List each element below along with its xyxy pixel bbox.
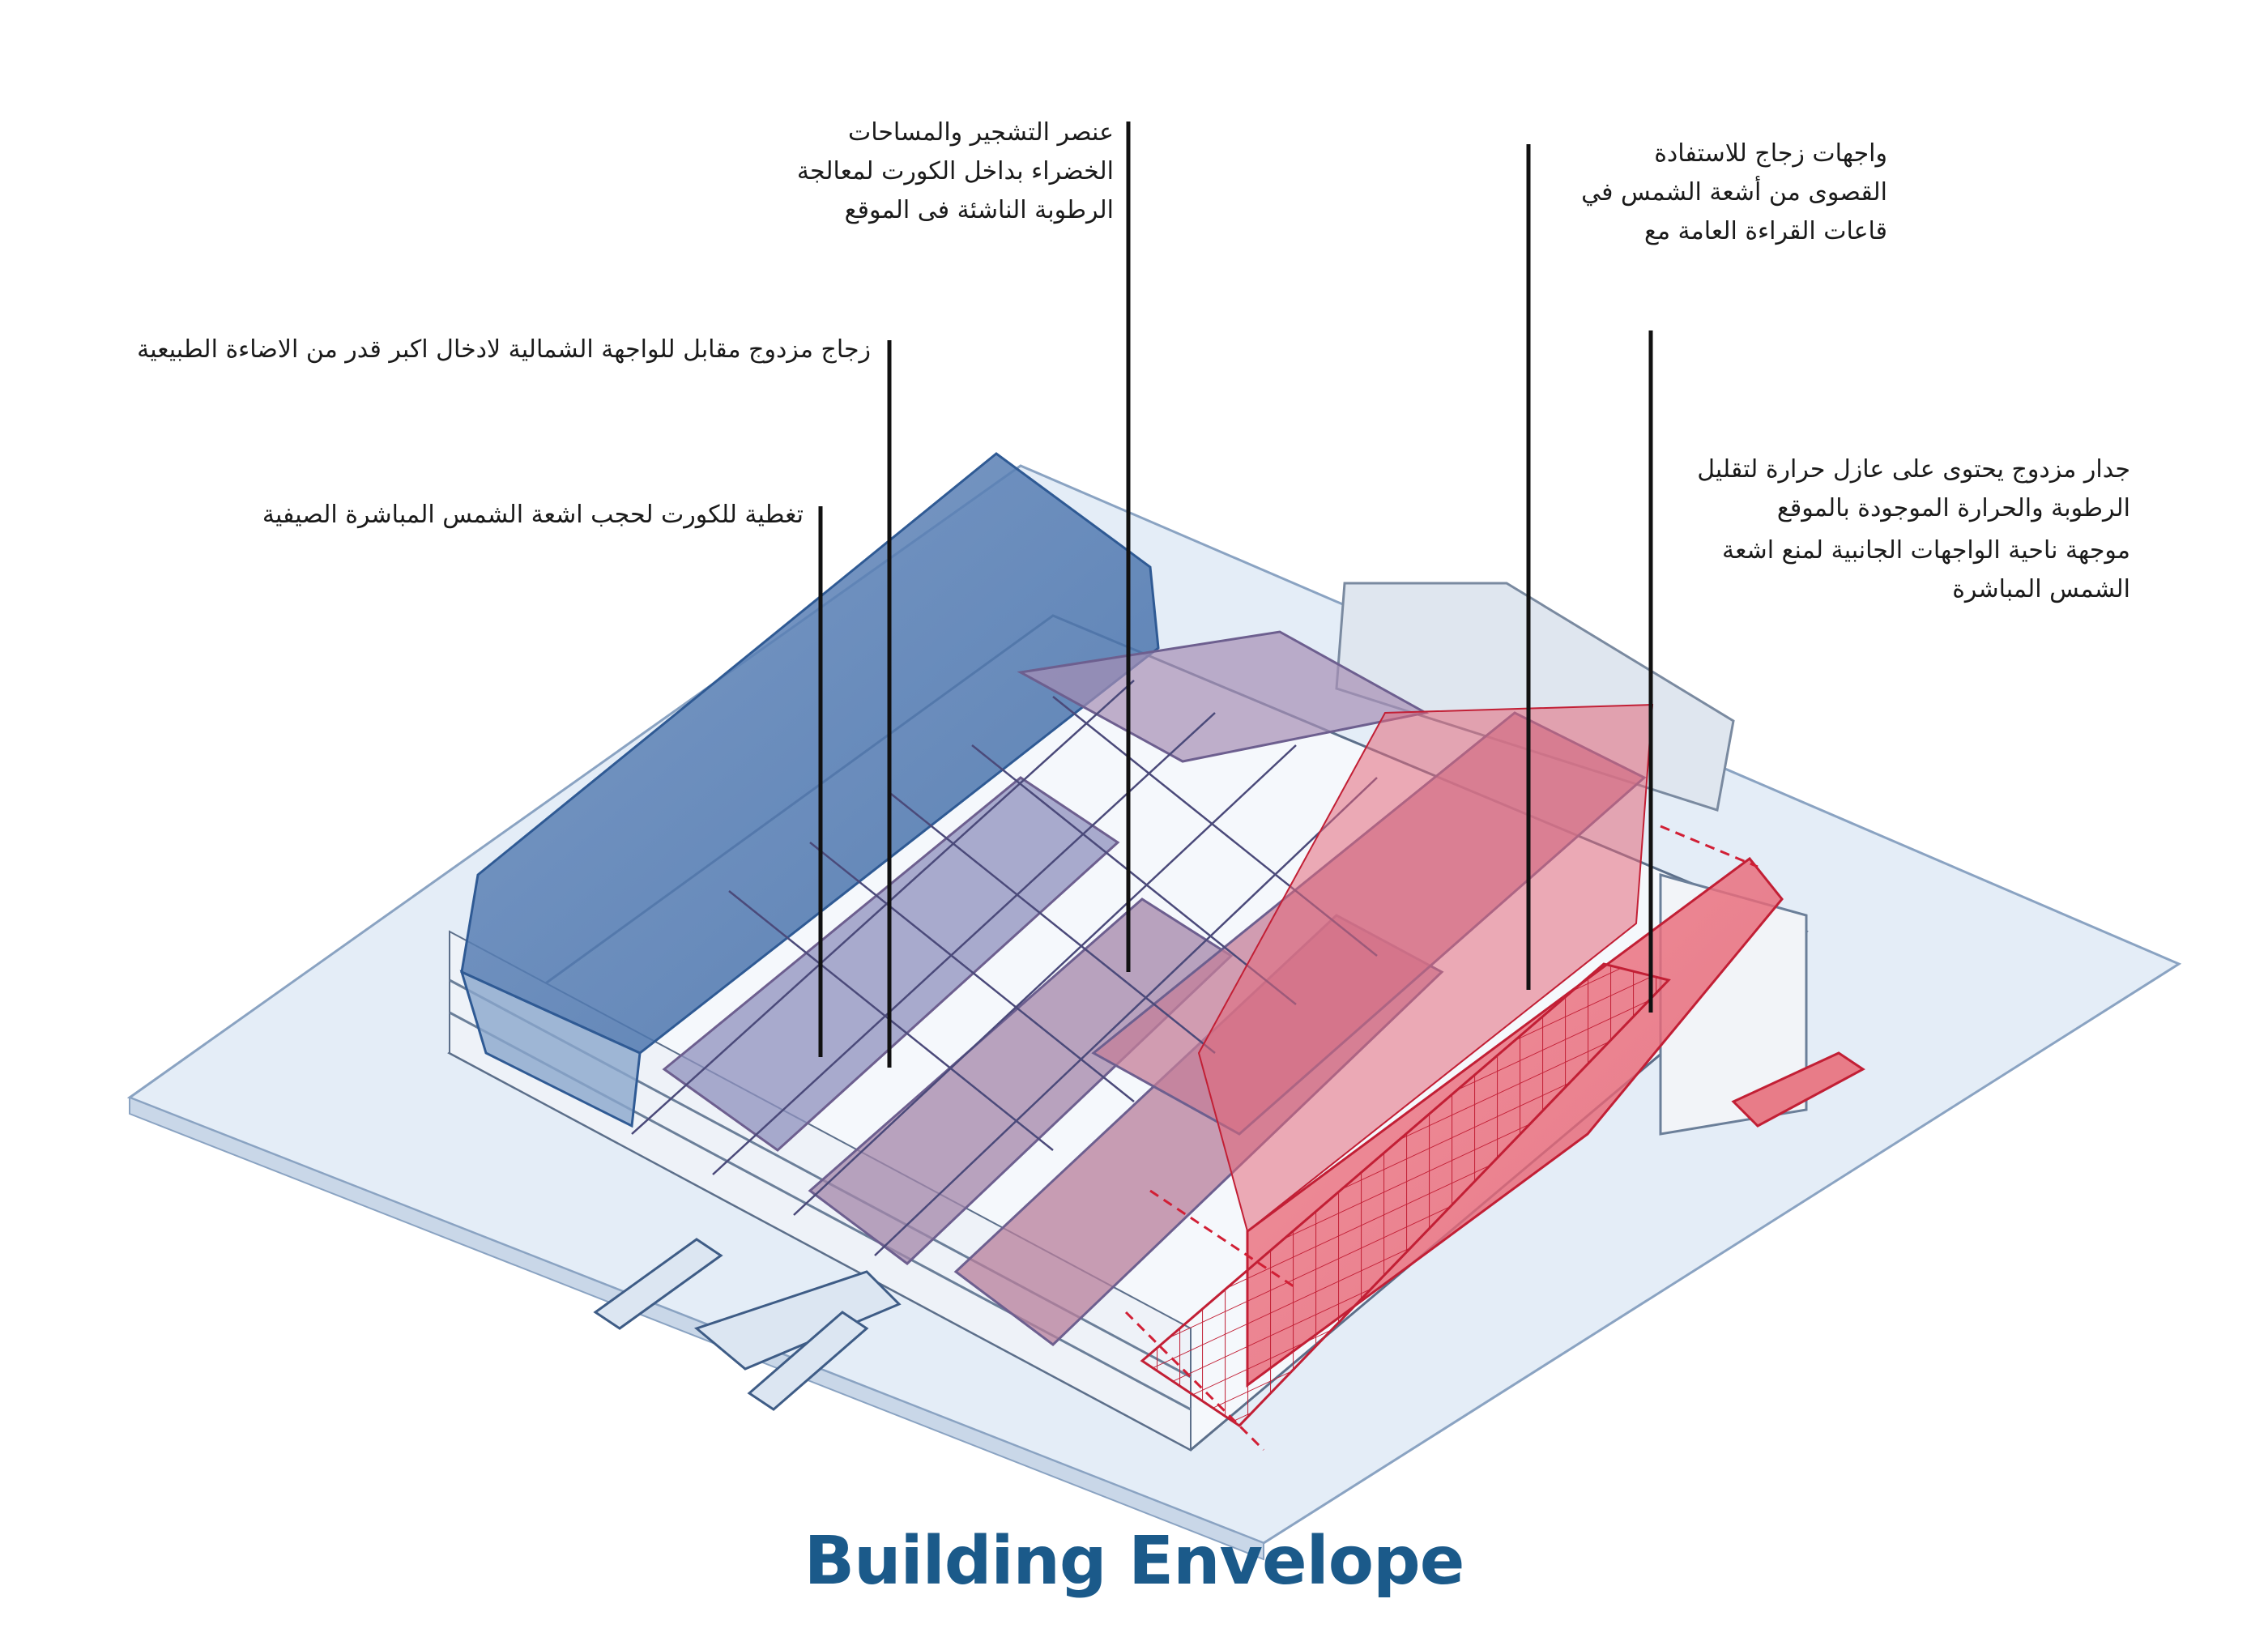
north-roof-block <box>459 452 1160 1128</box>
annotation-double-wall: جدار مزدوج يحتوى على عازل حرارة لتقليل ا… <box>1697 455 2130 522</box>
annotation-side-facades: موجهة ناحية الواجهات الجانبية لمنع اشعة … <box>1722 536 2130 603</box>
leader-lines <box>818 122 1653 1068</box>
annotation-court-landscape: عنصر التشجير والمساحات الخضراء بداخل الك… <box>796 118 1114 224</box>
diagram-title: Building Envelope <box>804 1523 1465 1600</box>
annotation-double-glazing-north: زجاج مزدوج مقابل للواجهة الشمالية لادخال… <box>137 335 871 364</box>
double-skin-facade <box>1124 703 1865 1452</box>
annotation-court-cover: تغطية للكورت لحجب اشعة الشمس المباشرة ال… <box>262 501 804 529</box>
structural-frame <box>631 680 1378 1256</box>
annotation-glass-facades: واجهات زجاج للاستفادة القصوى من أشعة الش… <box>1581 139 1887 245</box>
entrance-stairs <box>593 1238 902 1411</box>
